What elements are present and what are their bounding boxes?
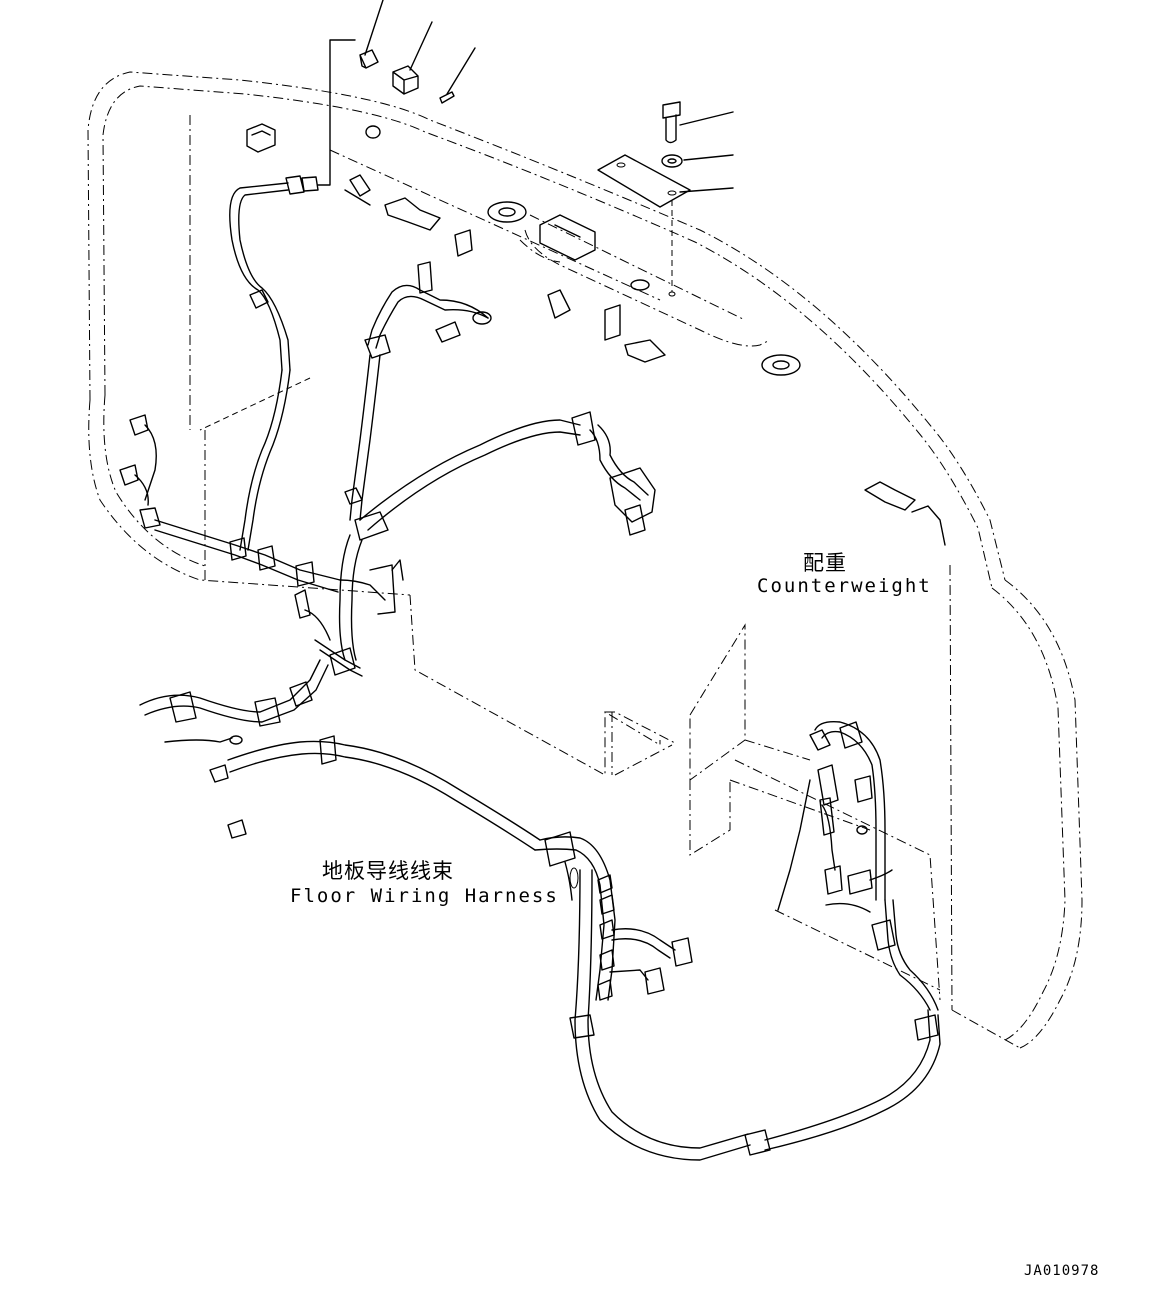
drawing-number: JA010978 (1024, 1263, 1100, 1279)
clip-brackets (246, 123, 946, 546)
top-parts (359, 0, 734, 292)
upper-harness (199, 39, 656, 661)
floor-harness-label-cn: 地板导线线束 (322, 859, 454, 883)
counterweight-label-cn: 配重 (803, 551, 847, 575)
floor-harness-label-en: Floor Wiring Harness (290, 885, 559, 907)
right-harness-assembly (777, 720, 893, 913)
inner-plate (409, 594, 941, 1001)
counterweight-outline (87, 71, 1083, 1049)
mounting-holes (365, 125, 801, 376)
left-harness (119, 414, 404, 677)
floor-harness (139, 659, 941, 1161)
counterweight-label-en: Counterweight (757, 575, 932, 597)
